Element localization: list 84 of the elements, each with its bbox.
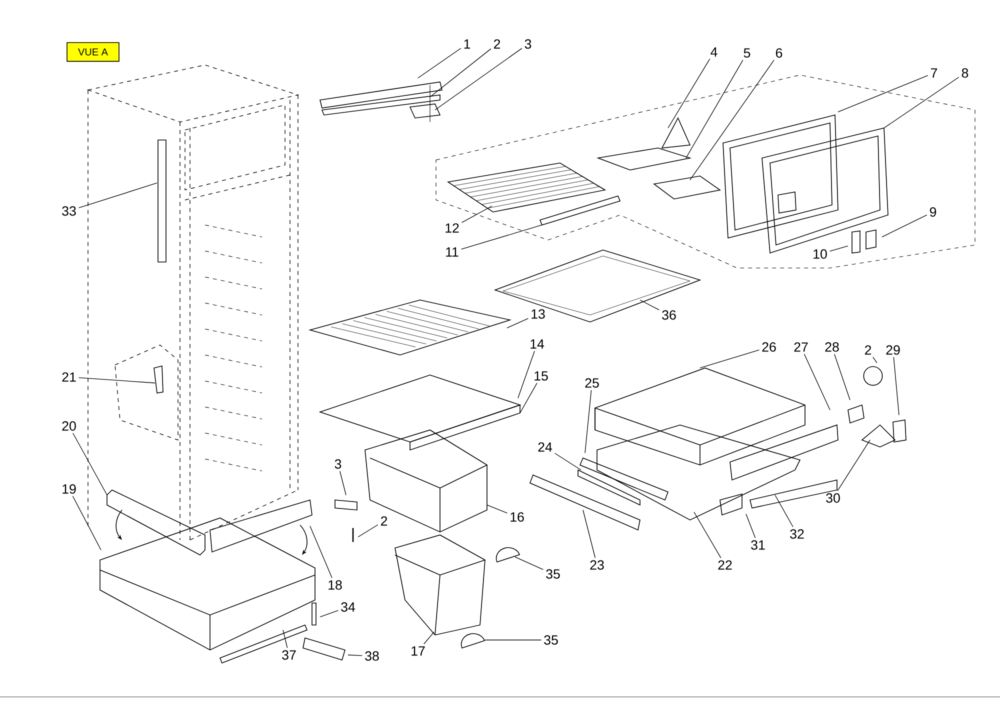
callout-number: 21: [62, 372, 76, 382]
callout-number: 31: [751, 540, 765, 550]
callout-number: 34: [341, 602, 356, 612]
callout-number: 6: [776, 48, 782, 58]
callout-number: 25: [585, 378, 599, 388]
leader-line: [668, 58, 710, 128]
callout-number: 9: [930, 207, 936, 217]
leader-line: [884, 76, 960, 128]
callout-number: 20: [62, 421, 76, 431]
callout-number: 28: [825, 342, 839, 352]
leader-line: [72, 432, 108, 496]
leader-line: [893, 356, 900, 416]
callout-number: 7: [930, 68, 938, 78]
callout-number: 36: [662, 310, 676, 320]
leader-line: [872, 356, 878, 364]
leader-line: [72, 496, 102, 550]
callout-number: 35: [546, 569, 560, 579]
leader-line: [694, 512, 722, 558]
callout-number: 19: [62, 484, 76, 494]
leader-line: [554, 452, 582, 470]
callout-number: 38: [365, 651, 379, 661]
leader-line: [78, 377, 156, 384]
leader-line: [282, 630, 288, 648]
callout-number: 3: [334, 459, 342, 469]
callout-number: 3: [524, 39, 532, 49]
callout-number: 8: [962, 68, 968, 78]
callout-number: 17: [412, 646, 425, 656]
callout-number: 11: [446, 247, 458, 257]
leader-line: [686, 60, 744, 158]
callout-number: 16: [510, 512, 524, 522]
leader-line: [829, 246, 848, 252]
callout-number: 29: [886, 345, 900, 355]
leader-line: [506, 318, 529, 328]
leader-line: [518, 350, 535, 398]
callout-number: 15: [534, 371, 548, 381]
view-label-box: VUE A: [66, 42, 120, 62]
callout-number: 30: [826, 493, 840, 503]
callout-number: 2: [864, 345, 872, 355]
leader-line: [424, 632, 434, 644]
callout-number: 12: [446, 223, 459, 233]
callout-number: 35: [544, 635, 558, 645]
leader-line: [837, 440, 870, 492]
callout-number: 27: [794, 342, 808, 352]
leader-line: [834, 354, 850, 400]
leader-line: [746, 514, 756, 538]
leader-line: [348, 654, 363, 656]
leader-line: [640, 300, 660, 310]
callout-number: 22: [718, 560, 732, 570]
callout-number: 2: [494, 39, 500, 49]
callout-number: 26: [762, 342, 776, 352]
callout-number: 32: [790, 529, 804, 539]
leader-line: [584, 390, 592, 454]
callout-number: 4: [710, 47, 718, 57]
leader-line: [690, 60, 774, 180]
leader-line: [320, 610, 339, 618]
leader-line: [358, 524, 378, 538]
leader-line: [461, 224, 542, 250]
callout-number: 33: [62, 206, 76, 216]
callout-number: 37: [282, 650, 296, 660]
leader-line: [310, 526, 332, 578]
leader-line: [514, 556, 544, 570]
leader-line: [461, 206, 492, 223]
callout-number: 14: [530, 339, 544, 349]
callout-number: 13: [532, 309, 545, 319]
callout-number: 10: [814, 249, 827, 259]
leader-line: [434, 48, 522, 110]
callout-number: 18: [328, 580, 342, 590]
leader-line: [520, 382, 538, 414]
callout-number: 2: [380, 516, 388, 526]
leader-line: [804, 354, 830, 410]
leader-line: [340, 470, 346, 496]
callout-number: 24: [538, 442, 552, 452]
leader-line: [418, 48, 462, 78]
leader-line: [882, 214, 928, 238]
callout-number: 5: [744, 48, 750, 58]
leader-line: [838, 75, 928, 112]
leader-line: [430, 48, 492, 98]
callout-number: 23: [590, 560, 604, 570]
callout-number: 1: [464, 39, 470, 49]
leader-line: [774, 494, 794, 528]
leader-line: [486, 504, 508, 514]
leader-line: [700, 350, 760, 368]
leader-line: [78, 182, 158, 208]
leader-line: [582, 510, 596, 558]
